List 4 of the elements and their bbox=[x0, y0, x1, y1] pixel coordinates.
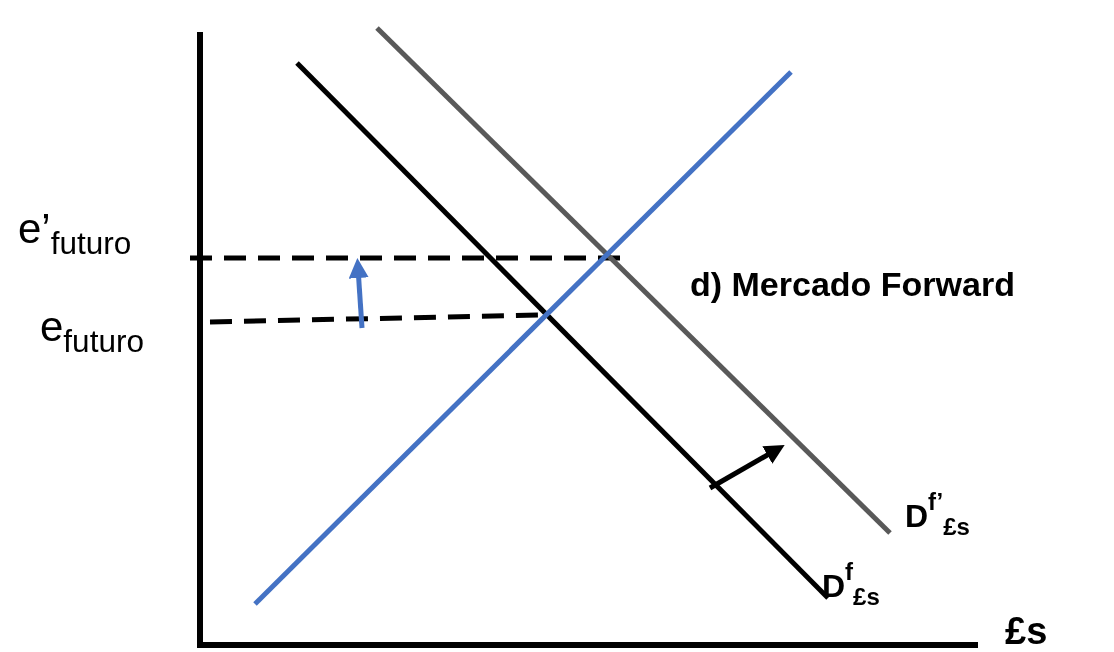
axis-label: £s bbox=[1005, 612, 1048, 650]
axis-value-label: e’$_{futuro}$ bbox=[18, 208, 132, 260]
axis-value-label: e$_{futuro}$ bbox=[40, 306, 144, 358]
chart-title: d) Mercado Forward bbox=[690, 267, 1015, 301]
